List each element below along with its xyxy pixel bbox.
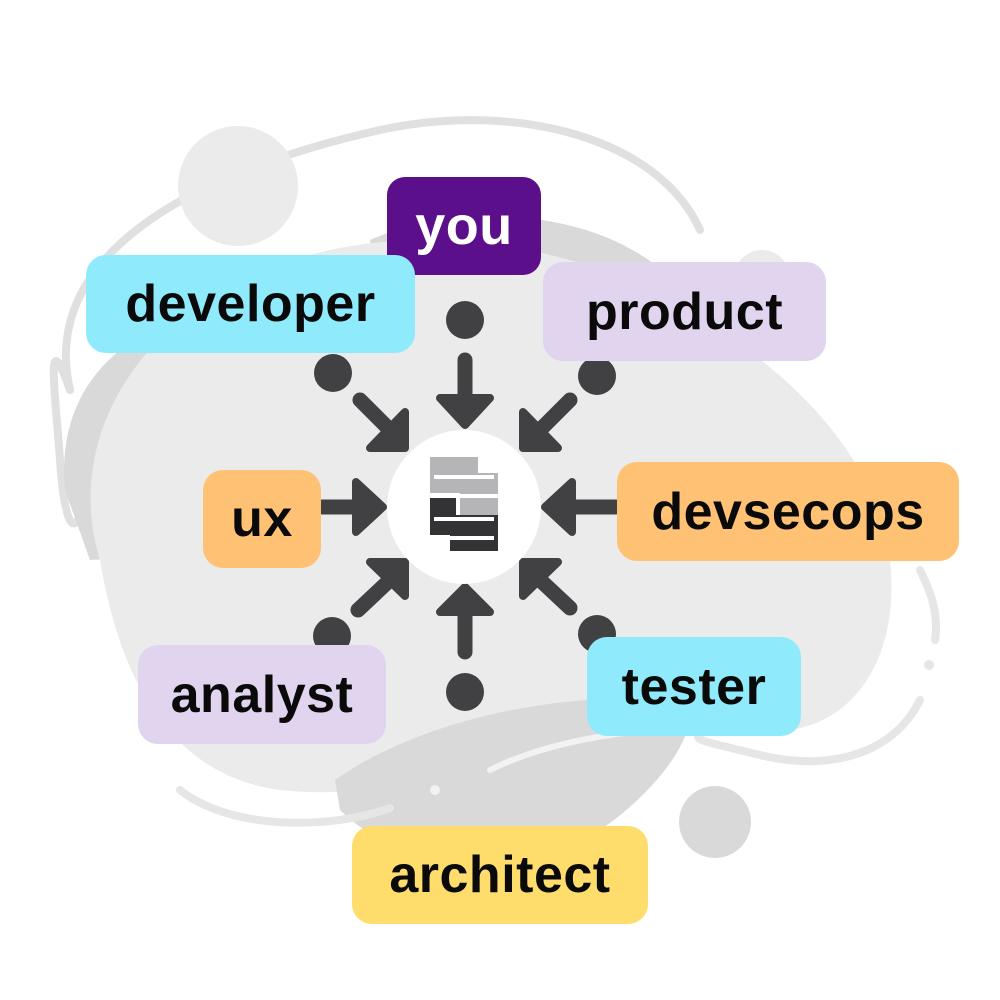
role-label-devsecops: devsecops: [617, 462, 959, 561]
arrows-group: [313, 301, 624, 711]
bubble-top-left: [178, 126, 298, 246]
role-label-product: product: [543, 262, 826, 361]
arrowhead-top: [436, 394, 494, 429]
role-label-tester: tester: [587, 637, 801, 736]
logo-gap-1: [434, 475, 494, 479]
outline-swoosh-bottom: [176, 786, 394, 827]
connector-dot-bottom: [446, 673, 484, 711]
role-label-text: devsecops: [651, 482, 925, 541]
role-label-you: you: [387, 177, 541, 275]
outline-swoosh: [61, 116, 704, 394]
role-label-text: tester: [621, 657, 767, 716]
arrowhead-bottom-right: [519, 558, 562, 600]
arrowhead-left: [352, 478, 387, 536]
logo-block-4: [430, 498, 456, 515]
connector-dot-top-right: [578, 357, 616, 395]
role-label-text: you: [415, 196, 513, 256]
dot-decor-right: [924, 660, 934, 670]
logo-gap-4: [434, 536, 494, 540]
role-label-text: ux: [231, 490, 293, 548]
arrowhead-right: [541, 478, 576, 536]
outline-swoosh-right-upper: [916, 566, 941, 644]
role-label-developer: developer: [86, 255, 415, 353]
role-label-text: analyst: [170, 665, 354, 724]
connector-dot-top-left: [314, 354, 352, 392]
arrow-shaft-bottom-right: [530, 570, 578, 616]
role-label-text: product: [585, 282, 784, 341]
outline-swoosh-left: [49, 357, 89, 528]
role-label-architect: architect: [352, 826, 648, 924]
connector-dot-top: [446, 301, 484, 339]
logo-block-3: [460, 493, 498, 515]
logo-block-1: [430, 457, 478, 473]
arrowhead-bottom: [436, 583, 494, 616]
logo-gap-3: [434, 517, 494, 521]
bubble-bottom-right: [679, 786, 751, 858]
role-label-text: architect: [389, 846, 611, 904]
arrowhead-bottom-left: [366, 558, 409, 600]
dot-decor-bottom: [430, 785, 440, 795]
arrowhead-top-left: [366, 408, 409, 452]
role-label-ux: ux: [203, 470, 321, 568]
stacked-blocks-logo-icon: [430, 457, 500, 557]
role-label-text: developer: [125, 275, 376, 333]
central-hub: [387, 430, 541, 584]
role-label-analyst: analyst: [138, 645, 386, 744]
logo-gap-2: [434, 494, 498, 498]
outline-swoosh-right: [694, 696, 924, 766]
arrow-shaft-top-right: [530, 392, 578, 440]
arrowhead-top-right: [519, 408, 562, 452]
